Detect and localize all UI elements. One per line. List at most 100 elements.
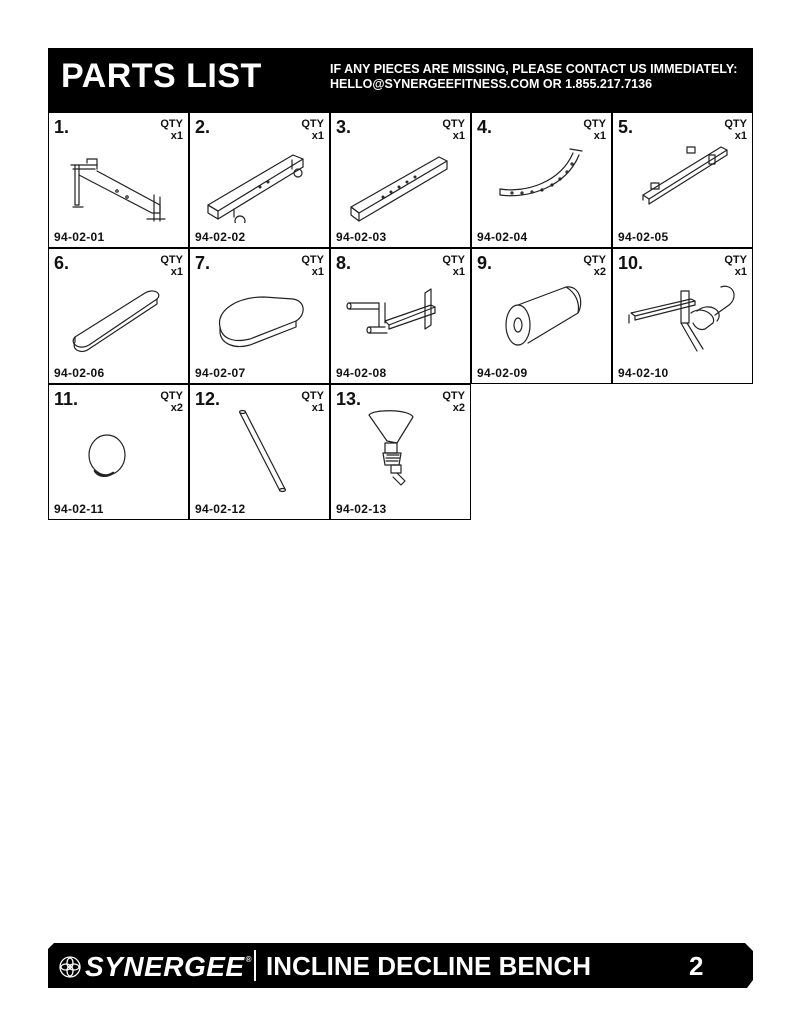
part-code: 94-02-09 bbox=[477, 366, 528, 380]
seat-frame-tube-icon bbox=[621, 135, 746, 223]
part-code: 94-02-06 bbox=[54, 366, 105, 380]
footer-divider bbox=[254, 950, 256, 981]
part-number: 9. bbox=[477, 253, 493, 273]
roller-bar-icon bbox=[198, 407, 323, 495]
part-code: 94-02-13 bbox=[336, 502, 387, 516]
qty-label: QTY bbox=[583, 254, 606, 266]
qty-value: x1 bbox=[311, 402, 324, 414]
brand-logo: SYNERGEE® bbox=[58, 951, 252, 983]
part-number: 6. bbox=[54, 253, 70, 273]
qty-value: x2 bbox=[170, 402, 183, 414]
page-footer: SYNERGEE® INCLINE DECLINE BENCH 2 bbox=[48, 943, 753, 988]
part-code: 94-02-12 bbox=[195, 502, 246, 516]
qty-value: x1 bbox=[734, 130, 747, 142]
qty-value: x1 bbox=[170, 266, 183, 278]
part-number: 11. bbox=[54, 389, 79, 409]
end-cap-icon bbox=[57, 407, 182, 495]
part-number: 13. bbox=[336, 389, 362, 409]
part-number: 4. bbox=[477, 117, 493, 137]
part-code: 94-02-02 bbox=[195, 230, 246, 244]
part-number: 2. bbox=[195, 117, 211, 137]
qty-value: x1 bbox=[452, 266, 465, 278]
qty-label: QTY bbox=[442, 254, 465, 266]
pop-pin-knob-icon bbox=[339, 407, 464, 495]
foam-roller-icon bbox=[480, 271, 605, 359]
decline-leg-holder-icon bbox=[621, 271, 746, 359]
qty-label: QTY bbox=[160, 254, 183, 266]
curved-adjuster-icon bbox=[480, 135, 605, 223]
part-number: 8. bbox=[336, 253, 352, 273]
seat-pad-icon bbox=[198, 271, 323, 359]
part-number: 5. bbox=[618, 117, 634, 137]
part-number: 1. bbox=[54, 117, 70, 137]
registered-mark: ® bbox=[245, 954, 253, 964]
front-base-tube-icon bbox=[339, 135, 464, 223]
qty-value: x2 bbox=[593, 266, 606, 278]
contact-notice-line-1: IF ANY PIECES ARE MISSING, PLEASE CONTAC… bbox=[330, 62, 738, 76]
part-code: 94-02-10 bbox=[618, 366, 669, 380]
page-title: PARTS LIST bbox=[61, 57, 262, 95]
brand-name: SYNERGEE bbox=[85, 951, 245, 982]
part-code: 94-02-08 bbox=[336, 366, 387, 380]
qty-label: QTY bbox=[301, 390, 324, 402]
contact-notice: IF ANY PIECES ARE MISSING, PLEASE CONTAC… bbox=[330, 62, 737, 92]
part-code: 94-02-03 bbox=[336, 230, 387, 244]
part-number: 10. bbox=[618, 253, 644, 273]
qty-value: x1 bbox=[311, 130, 324, 142]
page-number: 2 bbox=[689, 951, 704, 981]
leg-holder-bracket-icon bbox=[339, 271, 464, 359]
part-number: 7. bbox=[195, 253, 211, 273]
qty-value: x1 bbox=[311, 266, 324, 278]
qty-value: x2 bbox=[452, 402, 465, 414]
qty-label: QTY bbox=[724, 254, 747, 266]
qty-value: x1 bbox=[452, 130, 465, 142]
part-code: 94-02-07 bbox=[195, 366, 246, 380]
rear-base-tube-icon bbox=[198, 135, 323, 227]
part-code: 94-02-11 bbox=[54, 502, 104, 516]
qty-label: QTY bbox=[724, 118, 747, 130]
brand-flower-icon bbox=[59, 956, 81, 978]
qty-label: QTY bbox=[301, 254, 324, 266]
qty-label: QTY bbox=[301, 118, 324, 130]
contact-notice-line-2: HELLO@SYNERGEEFITNESS.COM OR 1.855.217.7… bbox=[330, 77, 653, 91]
parts-list-header: PARTS LIST IF ANY PIECES ARE MISSING, PL… bbox=[48, 48, 753, 112]
footer-bar bbox=[48, 943, 753, 988]
qty-value: x1 bbox=[593, 130, 606, 142]
part-code: 94-02-01 bbox=[54, 230, 105, 244]
part-code: 94-02-04 bbox=[477, 230, 528, 244]
part-number: 12. bbox=[195, 389, 221, 409]
qty-label: QTY bbox=[442, 118, 465, 130]
back-pad-icon bbox=[57, 271, 182, 359]
qty-label: QTY bbox=[583, 118, 606, 130]
product-name: INCLINE DECLINE BENCH bbox=[266, 951, 592, 981]
qty-value: x1 bbox=[170, 130, 183, 142]
parts-list: PARTS LIST IF ANY PIECES ARE MISSING, PL… bbox=[48, 48, 753, 521]
qty-label: QTY bbox=[160, 118, 183, 130]
qty-value: x1 bbox=[734, 266, 747, 278]
part-number: 3. bbox=[336, 117, 352, 137]
